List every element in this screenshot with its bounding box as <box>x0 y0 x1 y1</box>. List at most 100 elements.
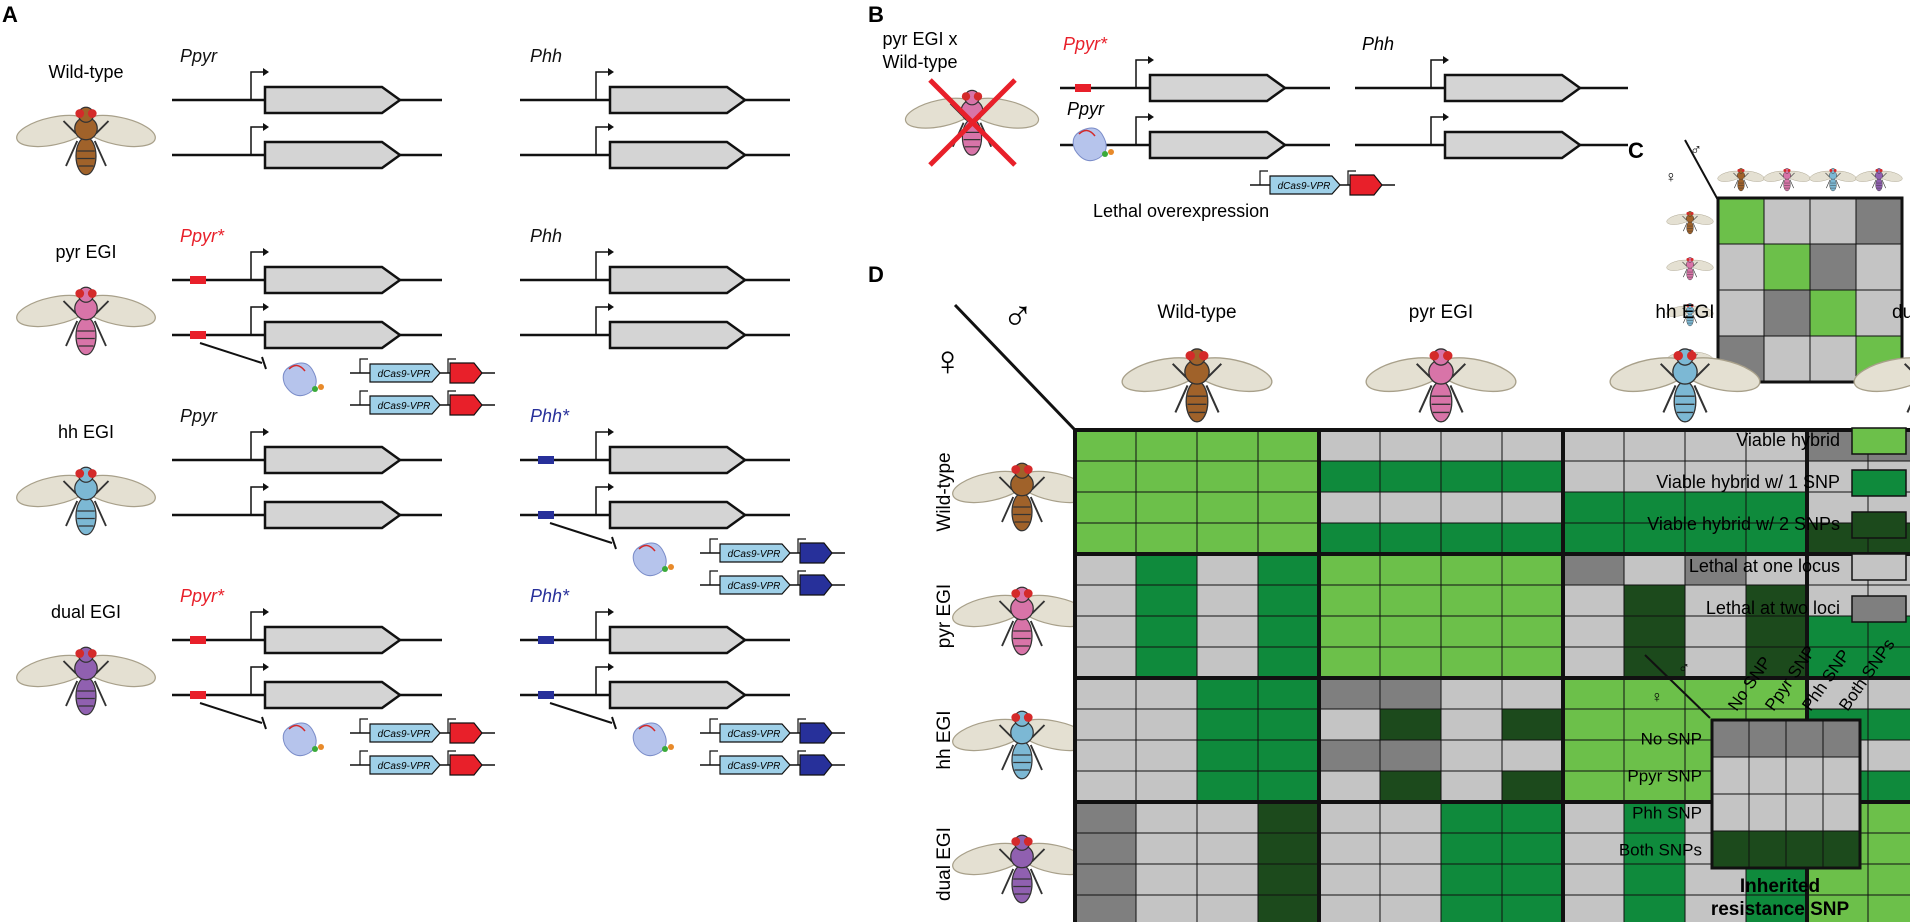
eye-right <box>1741 168 1745 172</box>
row-header-fly <box>952 462 1092 532</box>
dcas9-grna-cassette: dCas9-VPR <box>700 750 845 776</box>
pyr-construct <box>172 248 442 295</box>
cross-matrix-cell <box>1257 801 1320 834</box>
abdomen <box>1737 178 1745 192</box>
cross-matrix-cell <box>1257 863 1320 896</box>
cross-matrix-cell <box>1745 894 1808 922</box>
eye-left <box>1829 168 1833 172</box>
hh-construct <box>520 428 790 475</box>
promoter-arrowhead <box>263 123 269 131</box>
cross-matrix-cell <box>1196 429 1259 462</box>
cross-matrix-cell <box>1196 739 1259 772</box>
panel-c-column-fly <box>1855 168 1903 192</box>
genotype-label: Wild-type <box>48 62 123 82</box>
dcas9-label: dCas9-VPR <box>378 761 431 772</box>
grna-promoter <box>447 750 456 765</box>
dcas9-label: dCas9-VPR <box>1278 181 1331 192</box>
protein-rna <box>638 544 656 552</box>
cross-matrix-cell <box>1196 801 1259 834</box>
cross-matrix-cell <box>1623 863 1686 896</box>
promoter-arrow <box>250 666 263 695</box>
abdomen-stripes <box>1687 225 1693 232</box>
dcas9-box <box>369 755 441 775</box>
protein-dot-green <box>312 386 318 392</box>
cross-matrix-cell <box>1562 894 1625 922</box>
cross-matrix-cell <box>1867 863 1910 896</box>
cross-matrix-cell <box>1318 491 1381 524</box>
cross-matrix-cell <box>1440 677 1503 710</box>
panel-d-diagonal <box>953 303 1077 432</box>
eye-right <box>1687 350 1697 361</box>
cross-matrix-cell <box>1074 460 1137 493</box>
cross-matrix-cell <box>1562 491 1625 524</box>
cross-matrix-cell <box>1745 584 1808 617</box>
gene-box <box>608 140 748 170</box>
dcas9-protein-icon <box>282 722 324 757</box>
grna-promoter <box>797 570 806 585</box>
cross-matrix-cell <box>1745 615 1808 648</box>
grna-promoter <box>797 538 806 553</box>
dcas9-grna-cassette: dCas9-VPR <box>350 750 495 776</box>
eye-right <box>1443 350 1453 361</box>
promoter-arrow <box>250 486 263 515</box>
cross-matrix-cell <box>1135 553 1198 586</box>
legs <box>998 848 1046 895</box>
cross-matrix-cell <box>1135 460 1198 493</box>
pyr-construct <box>172 303 442 350</box>
repression-bar <box>261 356 267 370</box>
cross-matrix-cell <box>1074 615 1137 648</box>
cross-matrix-cell <box>1562 522 1625 555</box>
legs <box>1733 172 1749 189</box>
right-promoter-label: Phh <box>530 226 562 246</box>
eye-left <box>961 92 971 101</box>
protein-body <box>1072 127 1107 162</box>
eye-right <box>1023 713 1033 722</box>
cross-matrix-cell <box>1318 460 1381 493</box>
cassette-promoter <box>359 390 368 405</box>
protein-dot-green <box>662 566 668 572</box>
eye-left <box>75 289 85 298</box>
cross-matrix-cell <box>1562 584 1625 617</box>
cross-matrix-cell <box>1684 460 1747 493</box>
cross-matrix-cell <box>1135 677 1198 710</box>
cross-matrix-cell <box>1440 646 1503 679</box>
panel-b-prom-mutant: Ppyr* <box>1063 34 1108 54</box>
genotype-label: pyr EGI <box>55 242 116 262</box>
repression-line <box>199 342 263 364</box>
hh-construct <box>520 608 790 655</box>
legend-swatch <box>1851 511 1907 539</box>
promoter-arrow <box>1135 59 1148 88</box>
abdomen <box>1829 178 1837 192</box>
abdomen <box>75 316 97 356</box>
panel-b-fly-crossed-out <box>904 78 1040 167</box>
cross-matrix-cell <box>1562 801 1625 834</box>
eye-left <box>75 109 85 118</box>
snp-cell <box>1748 756 1787 795</box>
dcas9-label: dCas9-VPR <box>728 581 781 592</box>
grna-box <box>1349 174 1383 196</box>
pyr-construct <box>172 608 442 655</box>
panel-b-constructs: dCas9-VPR <box>1060 56 1628 196</box>
snp-border <box>1710 718 1862 870</box>
cross-matrix-cell <box>1501 894 1564 922</box>
panel-c-row-fly <box>1666 257 1714 281</box>
cross-matrix-cell <box>1379 429 1442 462</box>
protein-dot-orange <box>668 744 674 750</box>
cross-matrix-cell <box>1501 615 1564 648</box>
cross-matrix-cell <box>1440 429 1503 462</box>
cross-matrix-cell <box>1196 615 1259 648</box>
promoter-arrow <box>250 126 263 155</box>
dcas9-box <box>719 575 791 595</box>
promoter-arrowhead <box>263 248 269 256</box>
legend-label: Viable hybrid w/ 2 SNPs <box>1647 514 1840 534</box>
repression-line <box>549 522 613 544</box>
cross-matrix-cell <box>1074 832 1137 865</box>
cross-matrix-cell <box>1318 832 1381 865</box>
row-header-label: Wild-type <box>934 452 955 531</box>
cross-matrix-cell <box>1135 801 1198 834</box>
dcas9-grna-cassette: dCas9-VPR <box>1250 170 1395 196</box>
panel-c-cell <box>1855 243 1903 291</box>
promoter-arrow <box>250 306 263 335</box>
promoter-arrow <box>595 306 608 335</box>
column-header-label: dual EGI <box>1892 302 1910 323</box>
